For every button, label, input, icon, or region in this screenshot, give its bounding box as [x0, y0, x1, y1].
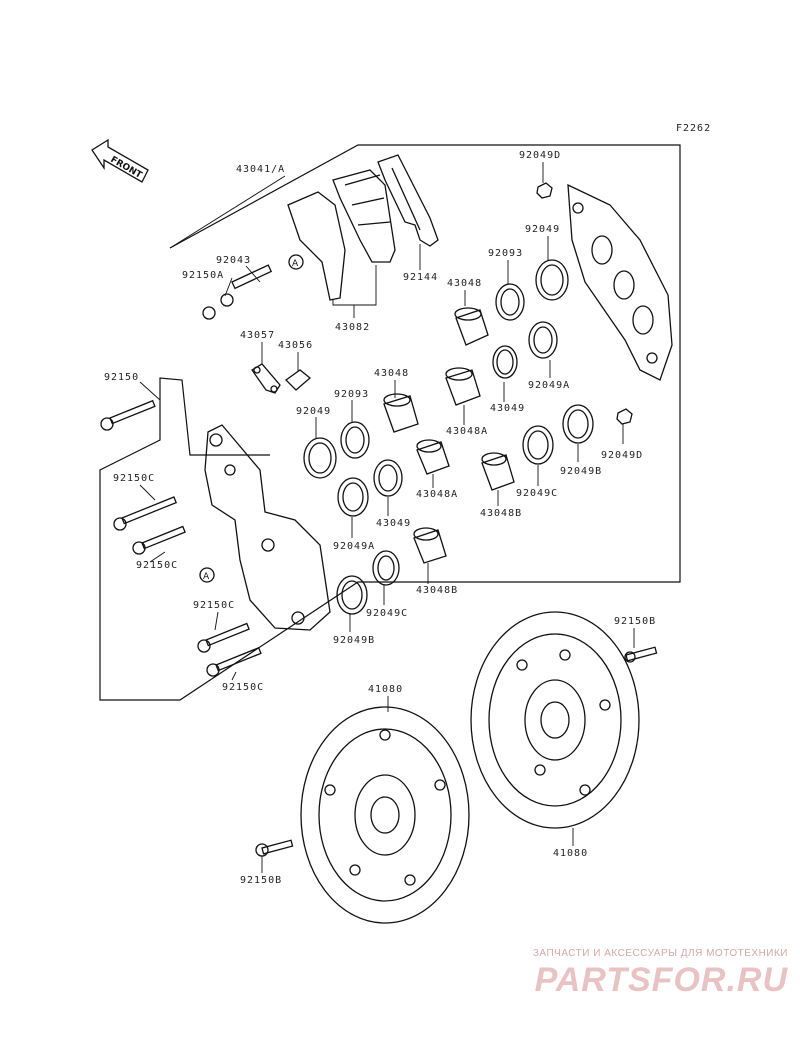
label-92150c-c: 92150C	[193, 600, 235, 611]
figure-code: F2262	[676, 123, 711, 134]
part-labels: 43041/A 92043 92150A 92144 43082 92049D …	[104, 150, 656, 886]
pad-pin	[202, 264, 273, 320]
label-92049d-right: 92049D	[601, 450, 643, 461]
pad-spring	[377, 154, 439, 247]
caliper-bolts	[100, 399, 658, 857]
link-plate	[251, 363, 281, 394]
label-92150a: 92150A	[182, 270, 224, 281]
callout-a-top-letter: A	[292, 259, 299, 269]
label-92043: 92043	[216, 255, 251, 266]
bleeder-valve	[284, 369, 312, 391]
label-43048a-b: 43048A	[416, 489, 458, 500]
label-92150b-right: 92150B	[614, 616, 656, 627]
nut-92049d-right	[616, 408, 633, 425]
label-92144: 92144	[403, 272, 438, 283]
label-41080-right: 41080	[553, 848, 588, 859]
label-43048b-a: 43048B	[480, 508, 522, 519]
caliper-assembly-frame	[99, 144, 681, 701]
label-92049c-bot: 92049C	[366, 608, 408, 619]
label-43048-top: 43048	[447, 278, 482, 289]
label-92093-mid: 92093	[334, 389, 369, 400]
label-92049a-right: 92049A	[528, 380, 570, 391]
watermark-brand: PARTSFOR.RU	[534, 961, 788, 999]
brake-pads	[287, 169, 396, 301]
front-arrow-icon: FRONT	[91, 138, 149, 183]
callout-a-bottom: A	[199, 567, 215, 583]
label-43048a-a: 43048A	[446, 426, 488, 437]
watermark-tagline: ЗАПЧАСТИ И АКСЕССУАРЫ ДЛЯ МОТОТЕХНИКИ	[532, 948, 788, 959]
label-92049d-top: 92049D	[519, 150, 561, 161]
label-43041a: 43041/A	[236, 164, 285, 175]
seal-rings	[303, 259, 594, 615]
leader-lines	[139, 162, 635, 873]
label-92150c-d: 92150C	[222, 682, 264, 693]
label-92049-mid: 92049	[296, 406, 331, 417]
label-92093-top: 92093	[488, 248, 523, 259]
caliper-inner-body	[204, 424, 331, 631]
caliper-outer-body	[567, 183, 673, 381]
label-92049a-bot: 92049A	[333, 541, 375, 552]
label-43056: 43056	[278, 340, 313, 351]
label-43082: 43082	[335, 322, 370, 333]
label-43049-b: 43049	[376, 518, 411, 529]
pistons	[383, 307, 515, 564]
label-92150b-left: 92150B	[240, 875, 282, 886]
label-43048-mid: 43048	[374, 368, 409, 379]
label-41080-left: 41080	[368, 684, 403, 695]
nut-92049d-top	[536, 182, 553, 199]
label-92049b-right: 92049B	[560, 466, 602, 477]
label-92150c-b: 92150C	[136, 560, 178, 571]
label-92049b-bot: 92049B	[333, 635, 375, 646]
label-43057: 43057	[240, 330, 275, 341]
label-92150c-a: 92150C	[113, 473, 155, 484]
label-43049-a: 43049	[490, 403, 525, 414]
label-92049c-right: 92049C	[516, 488, 558, 499]
brake-disc-right	[470, 611, 640, 829]
label-92150: 92150	[104, 372, 139, 383]
watermark: ЗАПЧАСТИ И АКСЕССУАРЫ ДЛЯ МОТОТЕХНИКИ PA…	[533, 948, 788, 1000]
callout-a-bottom-letter: A	[203, 572, 210, 582]
brake-disc-left	[300, 706, 470, 924]
callout-a-top: A	[288, 254, 304, 270]
label-92049-top: 92049	[525, 224, 560, 235]
label-43048b-b: 43048B	[416, 585, 458, 596]
